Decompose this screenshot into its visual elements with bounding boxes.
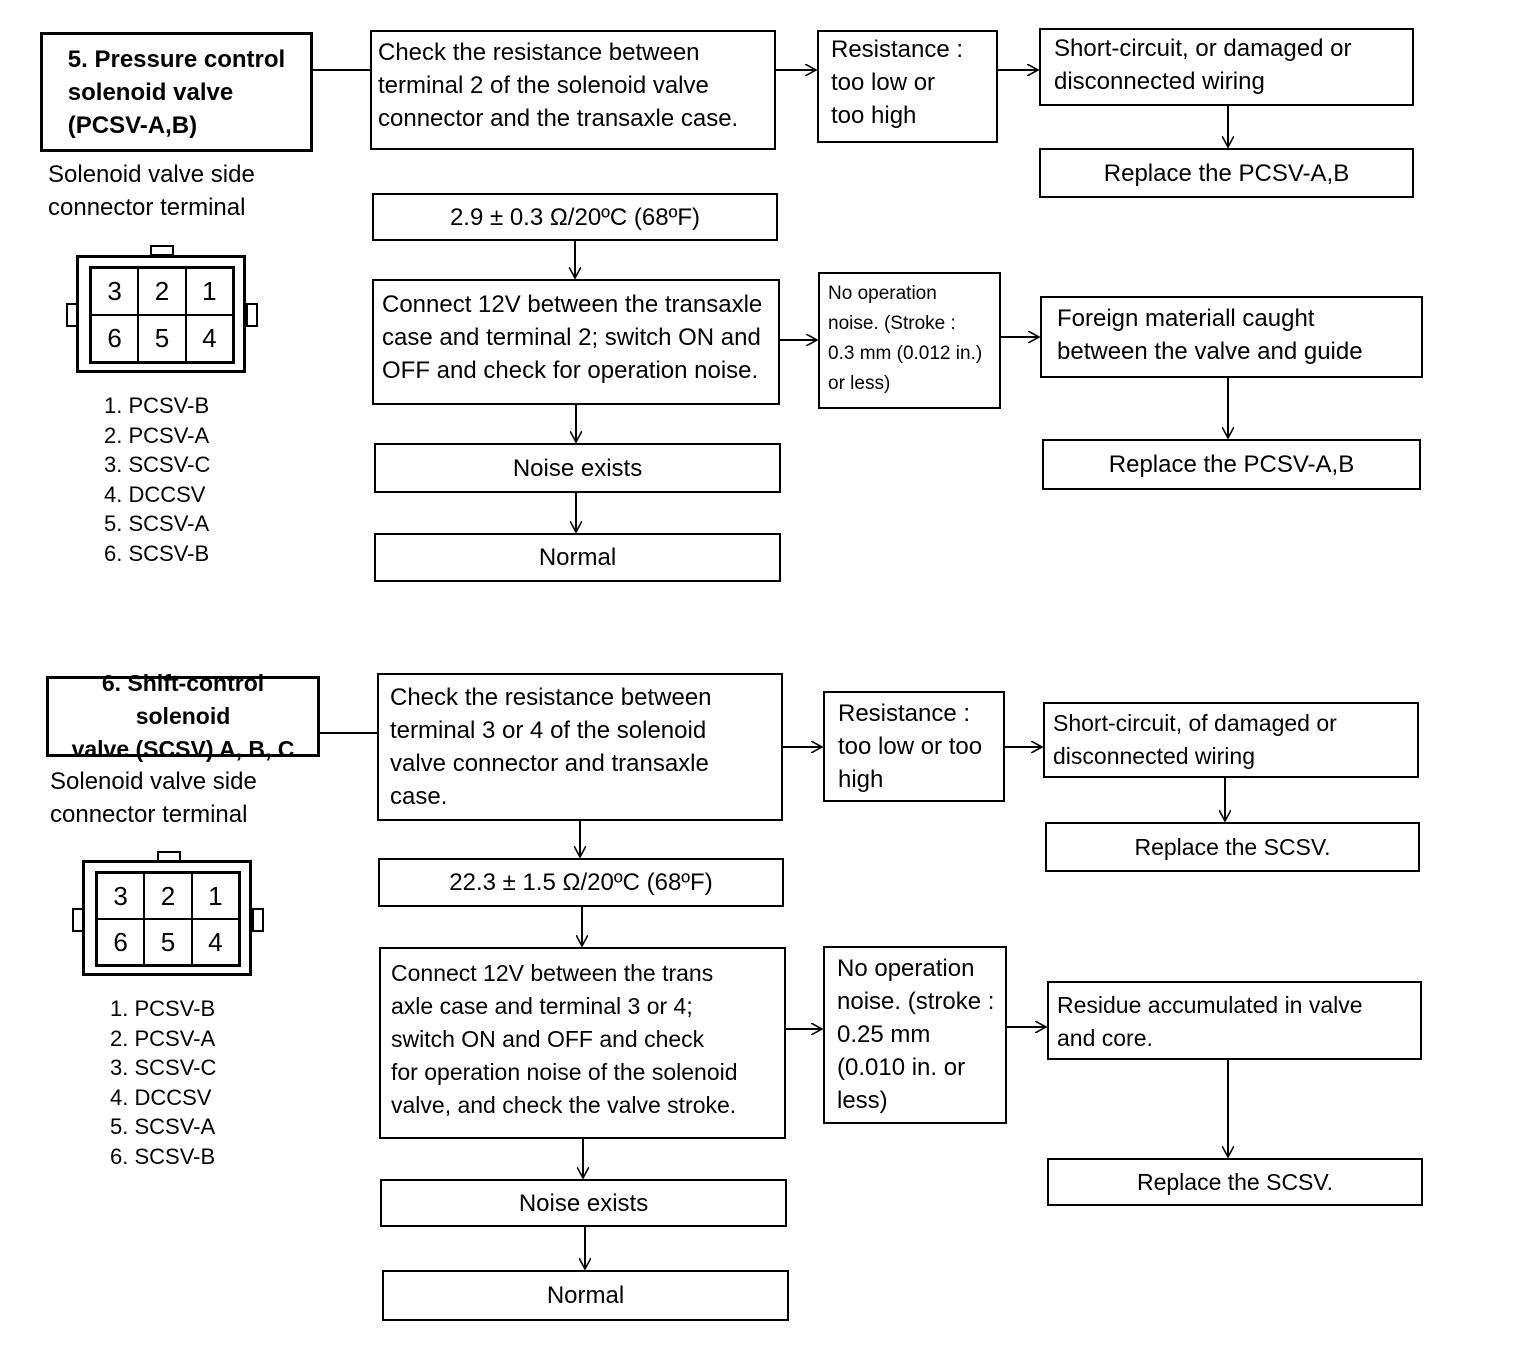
section5-connect-12v-box: Connect 12V between the transaxle case a… [372,279,780,405]
section5-resistance-fault-text: Resistance : too low or too high [831,36,964,129]
list-item: 2. PCSV-A [110,1025,216,1051]
section5-connector: 3 2 1 6 5 4 [76,255,246,373]
list-item: 6. SCSV-B [110,1143,216,1169]
section5-noise-exists-text: Noise exists [512,454,643,482]
section5-replace-2-text: Replace the PCSV-A,B [1108,451,1355,478]
section6-spec-box: 22.3 ± 1.5 Ω/20ºC (68ºF) [378,858,784,907]
section6-cell-1: 1 [191,873,239,919]
section6-replace-1-text: Replace the SCSV. [1134,833,1331,860]
list-item: 4. DCCSV [104,481,206,507]
section6-no-noise-box: No operation noise. (stroke : 0.25 mm (0… [823,946,1007,1124]
section5-connector-caption: Solenoid valve side connector terminal [48,161,255,221]
section6-replace-1-box: Replace the SCSV. [1045,822,1420,872]
section6-connector-caption: Solenoid valve side connector terminal [50,768,257,828]
section6-connector: 3 2 1 6 5 4 [82,860,252,976]
section5-terminal-list: 1. PCSV-B 2. PCSV-A 3. SCSV-C 4. DCCSV 5… [104,391,210,568]
section6-terminal-list: 1. PCSV-B 2. PCSV-A 3. SCSV-C 4. DCCSV 5… [110,994,216,1171]
section6-spec-text: 22.3 ± 1.5 Ω/20ºC (68ºF) [449,869,713,896]
section6-cell-3: 3 [97,873,145,919]
list-item: 3. SCSV-C [110,1055,217,1080]
section5-cell-4: 4 [185,315,233,362]
section6-normal-text: Normal [546,1282,625,1309]
section6-no-noise-text: No operation noise. (stroke : 0.25 mm (0… [837,955,995,1114]
section5-replace-1-text: Replace the PCSV-A,B [1103,159,1350,187]
section6-check-resistance-box: Check the resistance between terminal 3 … [377,673,783,821]
section6-connect-12v-box: Connect 12V between the trans axle case … [379,947,786,1139]
section5-cell-1: 1 [185,268,233,315]
section6-replace-2-box: Replace the SCSV. [1047,1158,1423,1206]
section6-title: 6. Shift-control solenoid valve (SCSV) A… [71,670,295,762]
list-item: 1. PCSV-B [110,996,216,1021]
list-item: 3. SCSV-C [104,452,211,477]
section5-wiring-fault-box: Short-circuit, or damaged or disconnecte… [1039,28,1414,106]
section5-foreign-material-text: Foreign materiall caught between the val… [1057,305,1363,365]
list-item: 2. PCSV-A [104,422,210,448]
section5-noise-exists-box: Noise exists [374,443,781,493]
section6-cell-6: 6 [97,919,145,965]
section5-normal-text: Normal [538,544,617,571]
list-item: 5. SCSV-A [104,511,210,536]
section5-replace-1-box: Replace the PCSV-A,B [1039,148,1414,198]
list-item: 1. PCSV-B [104,393,210,418]
section6-title-box: 6. Shift-control solenoid valve (SCSV) A… [46,670,320,762]
section5-title-box: 5. Pressure control solenoid valve (PCSV… [40,32,313,152]
section5-foreign-material-box: Foreign materiall caught between the val… [1040,296,1423,378]
section5-check-resistance-box: Check the resistance between terminal 2 … [370,30,776,150]
section6-noise-exists-text: Noise exists [518,1189,649,1217]
section5-cell-2: 2 [138,268,186,315]
section6-wiring-fault-text: Short-circuit, of damaged or disconnecte… [1053,710,1337,769]
section5-no-noise-text: No operation noise. (Stroke : 0.3 mm (0.… [828,283,983,394]
section6-connect-12v-text: Connect 12V between the trans axle case … [391,960,738,1118]
section5-resistance-fault-box: Resistance : too low or too high [817,30,998,143]
section6-connector-right-tab [252,908,264,932]
section6-residue-text: Residue accumulated in valve and core. [1057,992,1363,1051]
list-item: 6. SCSV-B [104,540,210,566]
section6-residue-box: Residue accumulated in valve and core. [1047,981,1422,1060]
section6-normal-box: Normal [382,1270,789,1321]
list-item: 4. DCCSV [110,1084,212,1110]
section5-cell-6: 6 [91,315,139,362]
section5-spec-text: 2.9 ± 0.3 Ω/20ºC (68ºF) [449,203,701,231]
section6-resistance-fault-box: Resistance : too low or too high [823,691,1005,802]
section5-connector-right-tab [246,303,258,327]
section5-no-noise-box: No operation noise. (Stroke : 0.3 mm (0.… [818,272,1001,409]
section6-check-resistance-text: Check the resistance between terminal 3 … [390,684,712,810]
section6-cell-4: 4 [191,919,239,965]
section5-title: 5. Pressure control solenoid valve (PCSV… [67,45,286,139]
section5-cell-5: 5 [138,315,186,362]
section5-spec-box: 2.9 ± 0.3 Ω/20ºC (68ºF) [372,193,778,241]
section5-replace-2-box: Replace the PCSV-A,B [1042,439,1421,490]
section5-wiring-fault-text: Short-circuit, or damaged or disconnecte… [1054,35,1352,95]
list-item: 5. SCSV-A [110,1114,216,1139]
section5-connect-12v-text: Connect 12V between the transaxle case a… [382,291,763,384]
section6-wiring-fault-box: Short-circuit, of damaged or disconnecte… [1043,702,1419,778]
section6-noise-exists-box: Noise exists [380,1179,787,1227]
section5-check-resistance-text: Check the resistance between terminal 2 … [378,39,739,132]
section6-cell-2: 2 [144,873,192,919]
section5-normal-box: Normal [374,533,781,582]
section6-resistance-fault-text: Resistance : too low or too high [838,700,983,793]
section6-cell-5: 5 [144,919,192,965]
section6-replace-2-text: Replace the SCSV. [1136,1168,1334,1195]
section5-cell-3: 3 [91,268,139,315]
